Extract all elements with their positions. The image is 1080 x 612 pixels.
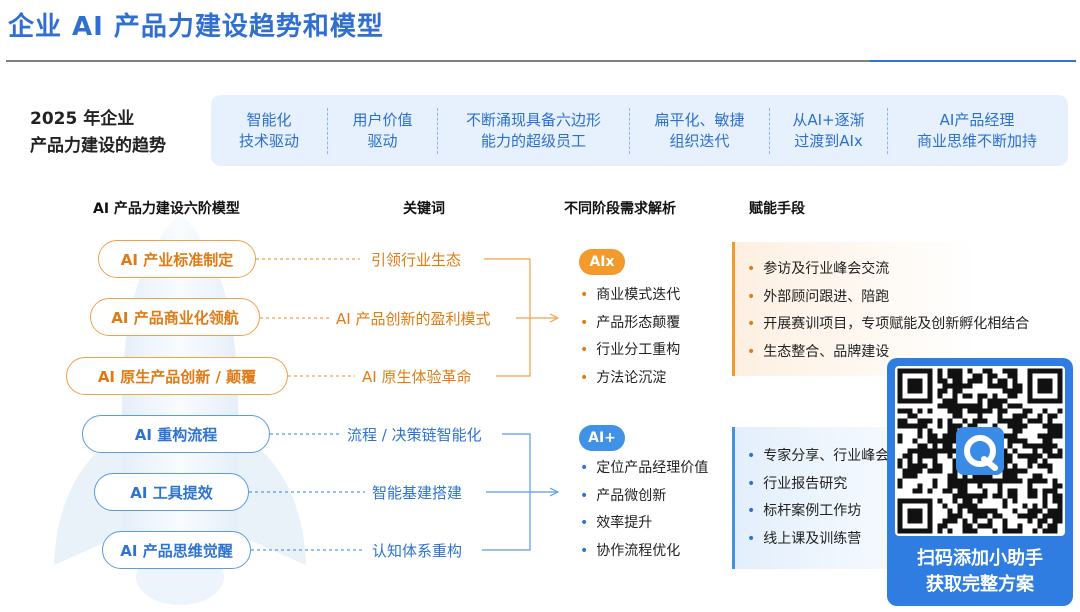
list-item: 行业报告研究 <box>747 471 1080 499</box>
trend-bar: 智能化 技术驱动 用户价值 驱动 不断涌现具备六边形 能力的超级员工 扁平化、敏… <box>211 95 1068 166</box>
trend-item: 智能化 技术驱动 <box>211 108 327 154</box>
trend-item-line1: 用户价值 <box>352 110 413 129</box>
column-header-keywords: 关键词 <box>403 201 445 217</box>
list-item: 开展赛训项目，专项赋能及创新孵化相结合 <box>747 311 1080 339</box>
stage-pill-mindset-awakening: AI 产品思维觉醒 <box>102 531 251 569</box>
keyword-text: AI 产品创新的盈利模式 <box>334 308 493 329</box>
trend-item-line1: 智能化 <box>246 110 292 129</box>
list-item: 效率提升 <box>580 510 708 538</box>
list-item: 标杆案例工作坊 <box>747 498 1080 526</box>
trend-item-line1: 不断涌现具备六边形 <box>465 110 601 129</box>
trend-item: AI产品经理 商业思维不断加持 <box>887 107 1066 154</box>
trend-label: 2025 年企业 产品力建设的趋势 <box>30 106 166 160</box>
title-divider-accent <box>870 60 1076 62</box>
page-title: 企业 AI 产品力建设趋势和模型 <box>8 12 384 42</box>
list-item: 参访及行业峰会交流 <box>747 256 1080 284</box>
aix-means-list: 参访及行业峰会交流 外部顾问跟进、陪跑 开展赛训项目，专项赋能及创新孵化相结合 … <box>732 242 1080 376</box>
list-item: 生态整合、品牌建设 <box>747 339 1080 367</box>
keyword-text: 认知体系重构 <box>370 540 465 561</box>
trend-item-line1: 扁平化、敏捷 <box>654 110 745 129</box>
keyword-text: 引领行业生态 <box>369 249 464 270</box>
trend-label-line2: 产品力建设的趋势 <box>30 136 166 156</box>
trend-item: 扁平化、敏捷 组织迭代 <box>629 107 769 154</box>
list-item: 线上课及训练营 <box>747 526 1080 554</box>
trend-item-line2: 能力的超级员工 <box>480 131 586 150</box>
aiplus-needs-list: 定位产品经理价值 产品微创新 效率提升 协作流程优化 <box>580 455 708 565</box>
trend-item-line1: AI产品经理 <box>939 110 1015 129</box>
list-item: 定位产品经理价值 <box>580 455 708 483</box>
list-item: 外部顾问跟进、陪跑 <box>747 284 1080 312</box>
qr-card[interactable]: 扫码添加小助手 获取完整方案 <box>887 358 1073 606</box>
list-item: 行业分工重构 <box>580 337 680 365</box>
trend-item-line2: 商业思维不断加持 <box>916 131 1037 150</box>
stage-pill-native-innovation: AI 原生产品创新 / 颠覆 <box>66 357 288 395</box>
trend-item-line2: 技术驱动 <box>238 131 299 150</box>
list-item: 产品形态颠覆 <box>580 310 680 338</box>
keyword-text: 智能基建搭建 <box>370 482 465 503</box>
list-item: 协作流程优化 <box>580 538 708 566</box>
list-item: 方法论沉淀 <box>580 365 680 393</box>
stage-pill-restructure-process: AI 重构流程 <box>82 415 270 453</box>
column-header-means: 赋能手段 <box>749 201 805 217</box>
column-header-model: AI 产品力建设六阶模型 <box>93 201 240 217</box>
aiplus-badge: AI+ <box>579 425 625 451</box>
trend-label-line1: 2025 年企业 <box>30 109 135 129</box>
column-header-needs: 不同阶段需求解析 <box>564 201 676 217</box>
trend-item-line2: 驱动 <box>367 131 398 150</box>
stage-pill-tool-efficiency: AI 工具提效 <box>94 473 249 511</box>
qr-caption-line2: 获取完整方案 <box>926 574 1034 595</box>
trend-item-line2: 组织迭代 <box>669 131 730 150</box>
list-item: 商业模式迭代 <box>580 282 680 310</box>
trend-item: 不断涌现具备六边形 能力的超级员工 <box>437 107 629 154</box>
trend-item-line2: 过渡到AIx <box>794 131 863 150</box>
stage-pill-commercialization: AI 产品商业化领航 <box>90 298 260 336</box>
qr-code-icon <box>897 368 1063 534</box>
title-divider <box>6 60 870 62</box>
list-item: 产品微创新 <box>580 483 708 511</box>
list-item: 专家分享、行业峰会 <box>747 443 1080 471</box>
keyword-text: 流程 / 决策链智能化 <box>345 424 484 445</box>
trend-item: 用户价值 驱动 <box>327 107 437 154</box>
qr-caption-line1: 扫码添加小助手 <box>917 548 1043 569</box>
trend-item: 从AI+逐渐 过渡到AIx <box>769 107 887 154</box>
trend-item-line1: 从AI+逐渐 <box>792 110 865 129</box>
aix-badge: AIx <box>579 249 625 275</box>
stage-pill-industry-standard: AI 产业标准制定 <box>98 240 256 278</box>
aix-needs-list: 商业模式迭代 产品形态颠覆 行业分工重构 方法论沉淀 <box>580 282 680 392</box>
keyword-text: AI 原生体验革命 <box>360 366 474 387</box>
qr-code[interactable] <box>895 366 1065 536</box>
